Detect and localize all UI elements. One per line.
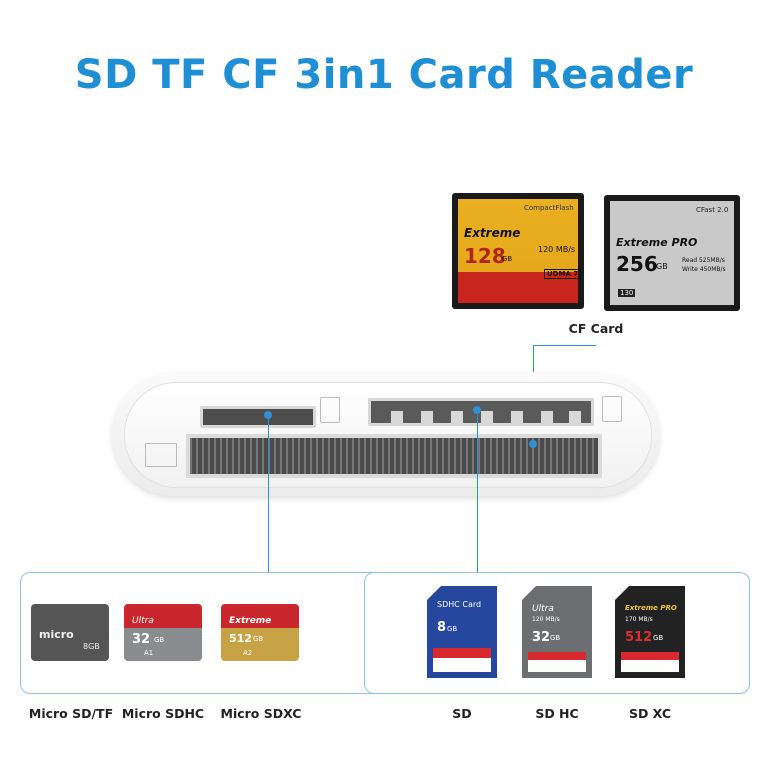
cf-card-capacity: 128: [464, 244, 506, 268]
sd-slot-icon: [602, 396, 622, 422]
cfast-card-read: Read 525MB/s: [682, 257, 725, 264]
cf-slot: [186, 434, 602, 478]
sd-hc-speed: 120 MB/s: [532, 616, 560, 623]
cf-card-unit: GB: [502, 255, 513, 263]
micro-sdxc-sub: A2: [243, 649, 253, 657]
cf-slot-icon: [145, 443, 177, 467]
cf-card-series: Extreme: [464, 226, 521, 240]
cfast-card-write: Write 450MB/s: [682, 266, 726, 273]
sd-xc-unit: GB: [653, 634, 664, 642]
sd-xc-speed: 170 MB/s: [625, 616, 653, 623]
sd-hc-capacity: 32: [532, 630, 551, 645]
sd-callout-dot: [473, 406, 481, 414]
micro-sdxc-label: Micro SDXC: [220, 706, 302, 721]
sd-hc-label: SD HC: [535, 706, 579, 721]
micro-sdxc-card: Extreme 512 GB A2: [221, 604, 299, 661]
sd-hc-card: Ultra 120 MB/s 32 GB: [522, 586, 592, 678]
micro-callout-line: [268, 419, 269, 572]
sd-xc-series: Extreme PRO: [625, 604, 677, 612]
micro-sdhc-capacity: 32: [132, 632, 151, 647]
sdhc-card: SDHC Card 8 GB: [427, 586, 497, 678]
micro-sd-capacity: 8GB: [83, 642, 100, 651]
micro-sdhc-unit: GB: [154, 636, 165, 644]
cf-card-label: CF Card: [568, 321, 624, 336]
cf-card-extreme: CompactFlash Extreme 128 GB 120 MB/s UDM…: [452, 193, 584, 309]
sd-hc-unit: GB: [550, 634, 561, 642]
micro-sd-slot: [200, 406, 316, 428]
micro-sdhc-series: Ultra: [132, 616, 154, 626]
micro-sdxc-capacity: 512: [229, 632, 252, 645]
cfast-card-capacity: 256: [616, 252, 658, 276]
cfast-card-series: Extreme PRO: [616, 236, 698, 249]
sd-slot: [368, 398, 594, 426]
micro-callout-dot: [264, 411, 272, 419]
micro-sd-slot-icon: [320, 397, 340, 423]
cf-callout-line-h: [533, 345, 596, 346]
sd-xc-card: Extreme PRO 170 MB/s 512 GB: [615, 586, 685, 678]
sd-callout-line: [477, 414, 478, 572]
cfast-card-unit: GB: [656, 262, 668, 271]
cfast-card-class: 130: [618, 289, 636, 297]
micro-sdxc-unit: GB: [253, 635, 264, 643]
sd-xc-label: SD XC: [628, 706, 672, 721]
sdhc-card-series: SDHC Card: [437, 600, 482, 609]
micro-sd-brand: micro: [39, 628, 74, 641]
micro-sdxc-series: Extreme: [229, 616, 272, 626]
micro-sd-label: Micro SD/TF: [28, 706, 114, 721]
micro-sdhc-card: Ultra 32 GB A1: [124, 604, 202, 661]
cf-card-speed: 120 MB/s: [538, 245, 576, 254]
sd-hc-series: Ultra: [532, 604, 554, 614]
micro-sd-card: micro 8GB: [31, 604, 109, 661]
cf-card-badge: UDMA 7: [544, 269, 582, 279]
page-title: SD TF CF 3in1 Card Reader: [74, 52, 694, 98]
sdhc-card-capacity: 8: [437, 620, 447, 635]
sd-xc-capacity: 512: [625, 630, 653, 645]
cfast-card-brand: CFast 2.0: [696, 206, 729, 214]
micro-sdhc-sub: A1: [144, 649, 154, 657]
cfast-card-extreme-pro: CFast 2.0 Extreme PRO 256 GB Read 525MB/…: [604, 195, 740, 311]
micro-sdhc-label: Micro SDHC: [121, 706, 205, 721]
sd-label: SD: [452, 706, 472, 721]
cf-callout-dot: [529, 440, 537, 448]
sdhc-card-unit: GB: [447, 625, 458, 633]
cf-card-brand: CompactFlash: [524, 204, 574, 212]
